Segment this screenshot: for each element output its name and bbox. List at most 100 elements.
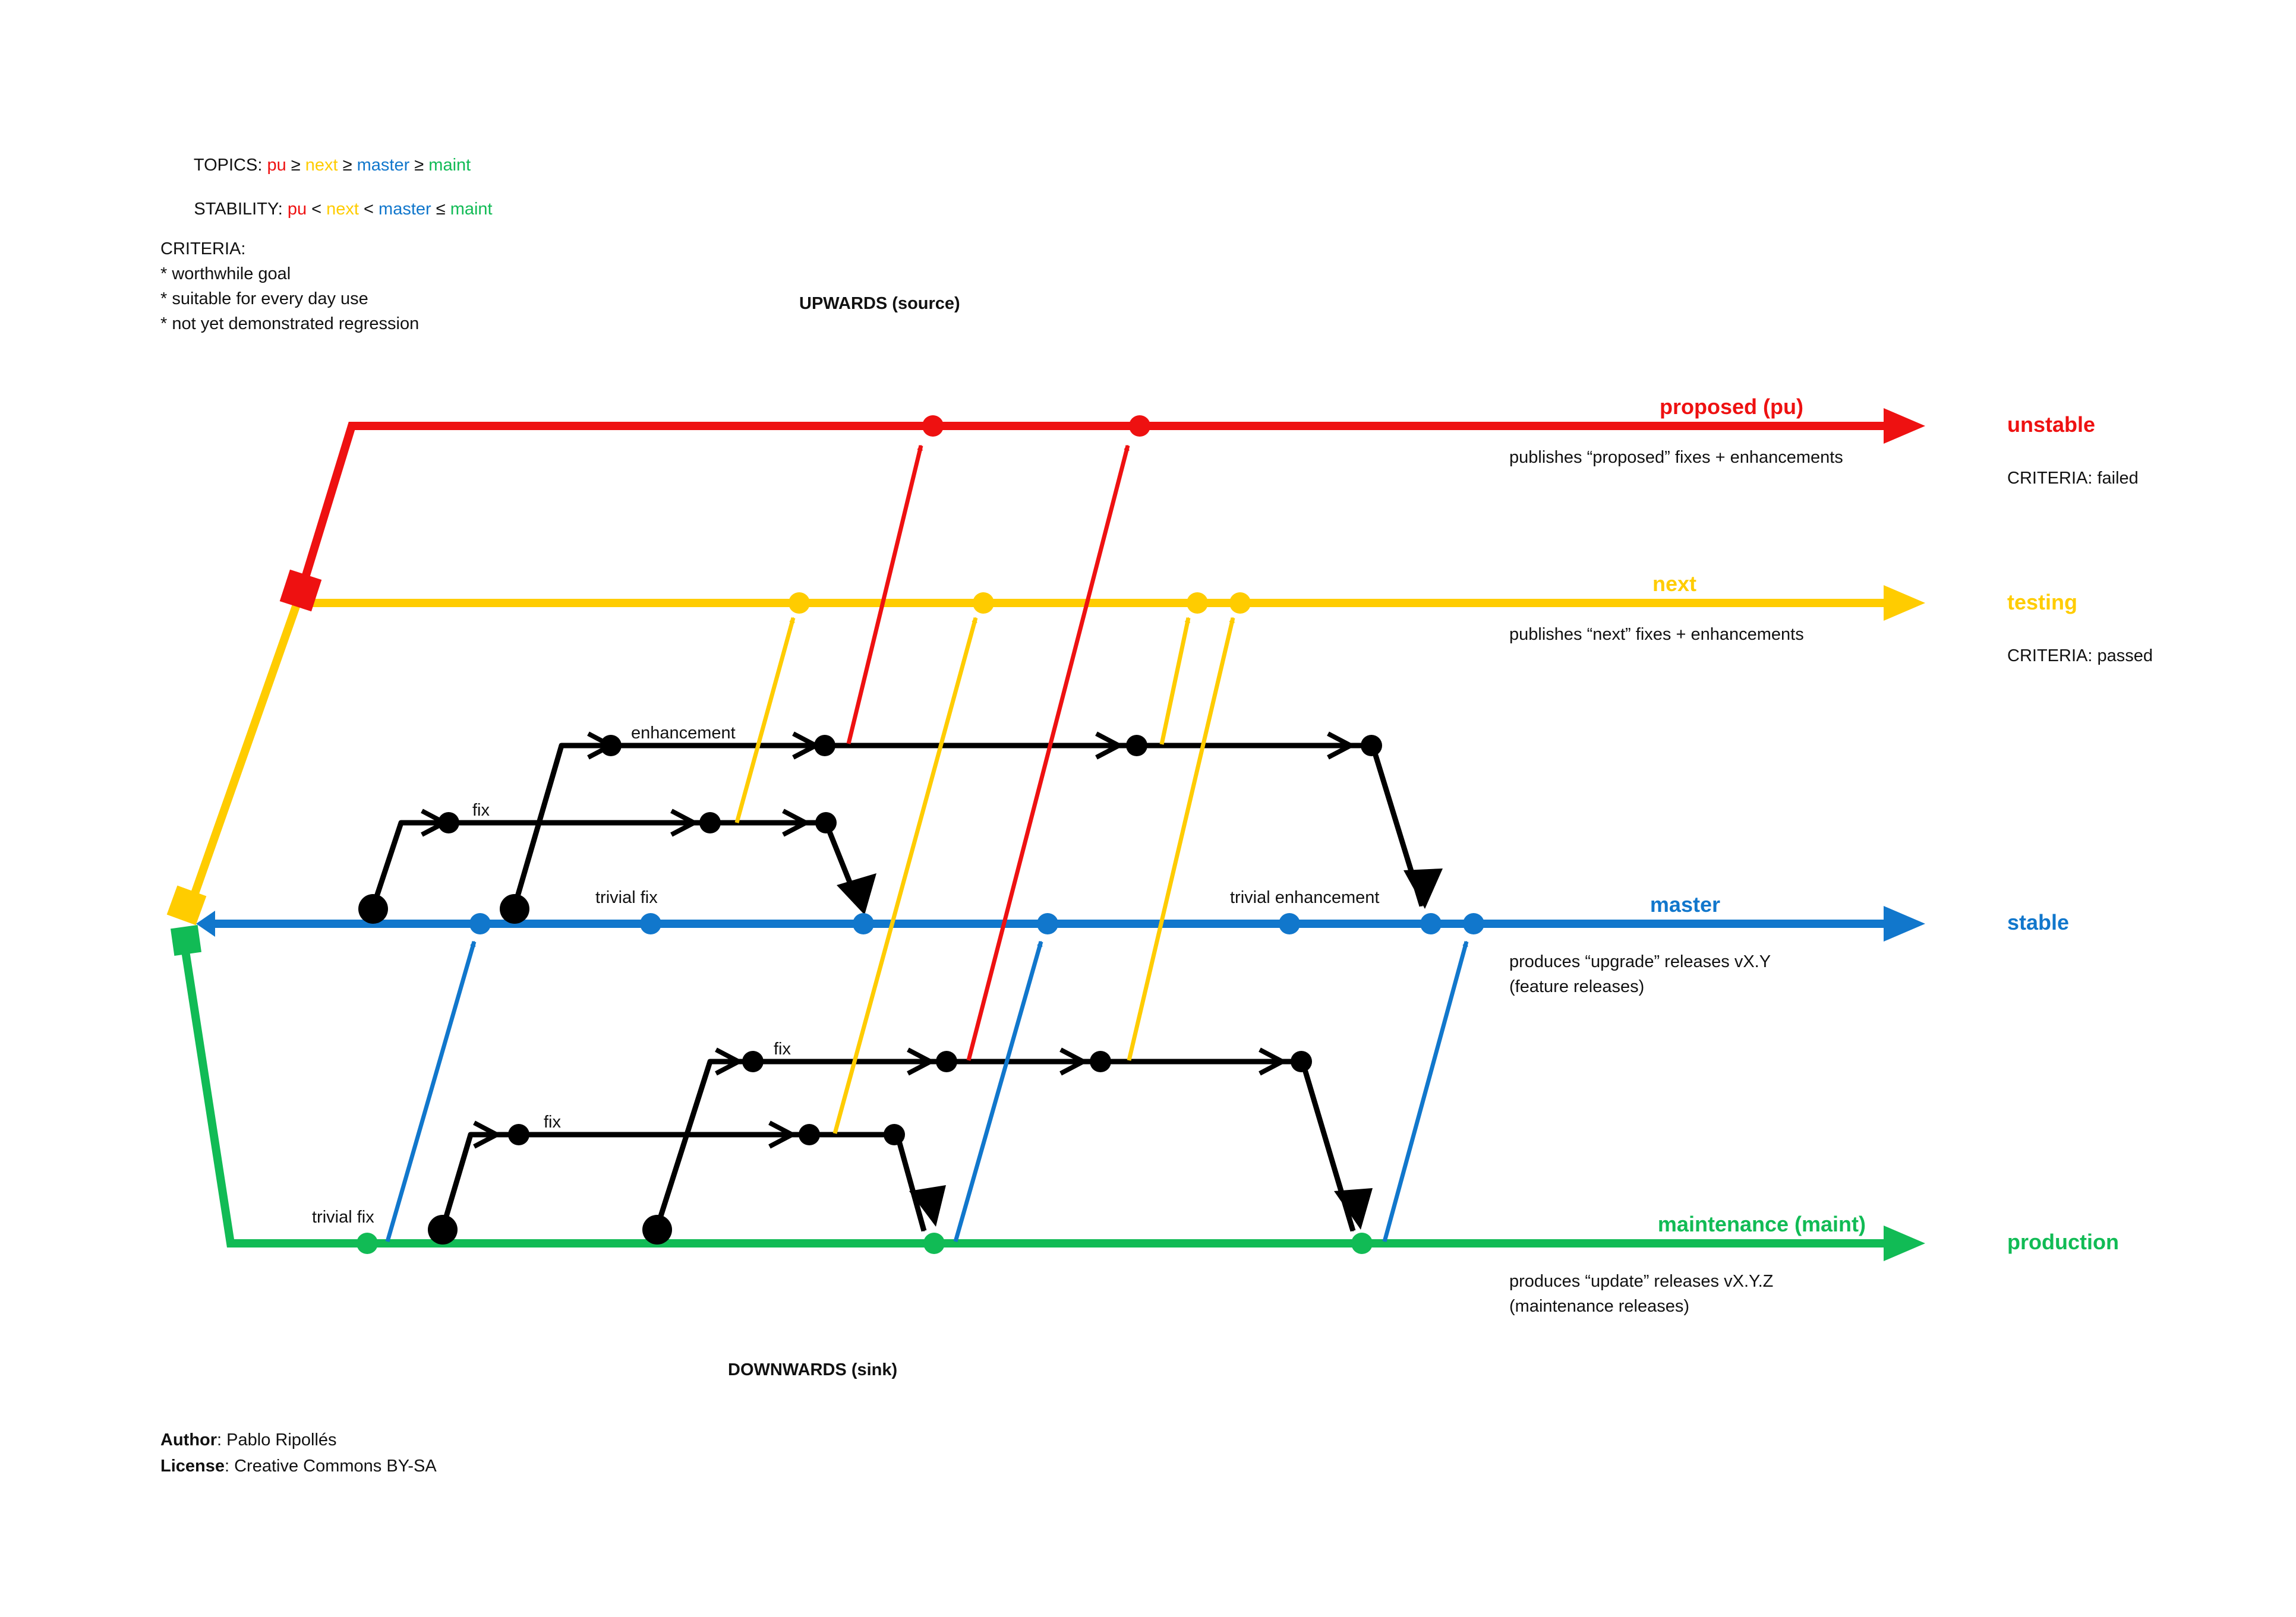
topic-label-enhancement: enhancement bbox=[631, 724, 736, 743]
merge-line-fix-to-pu bbox=[966, 446, 1130, 1061]
merge-line-maint-to-master-2 bbox=[953, 942, 1043, 1242]
merge-arrowhead-fix-maint-upper bbox=[1334, 1188, 1373, 1230]
legend-topics-label: TOPICS: bbox=[194, 156, 267, 175]
topic-label-fix: fix bbox=[472, 801, 490, 820]
legend-criteria-item: * not yet demonstrated regression bbox=[160, 314, 419, 333]
merge-line-enhancement-to-next bbox=[1159, 618, 1191, 745]
next-criteria: CRITERIA: passed bbox=[2007, 646, 2153, 665]
master-stability: stable bbox=[2007, 910, 2069, 934]
topic-commit bbox=[508, 1124, 529, 1145]
topic-commit bbox=[1291, 1051, 1312, 1072]
legend-stability: STABILITY: pu < next < master ≤ maint bbox=[160, 200, 516, 219]
topic-label-fix: fix bbox=[774, 1040, 791, 1059]
legend-criteria-item: * worthwhile goal bbox=[160, 264, 291, 283]
upwards-label: UPWARDS (source) bbox=[799, 294, 960, 313]
chevron bbox=[1259, 1047, 1288, 1076]
legend-topics-part: ≥ bbox=[286, 156, 305, 175]
chevron bbox=[473, 1120, 502, 1149]
next-commit bbox=[973, 592, 994, 614]
master-commit bbox=[1037, 913, 1058, 934]
master-commit bbox=[1463, 913, 1484, 934]
topic-commit bbox=[1361, 735, 1382, 756]
master-commit bbox=[469, 913, 491, 934]
topic-commit bbox=[438, 812, 459, 833]
legend-criteria-item: * suitable for every day use bbox=[160, 289, 368, 308]
merge-line-maint-to-master-1 bbox=[385, 942, 477, 1242]
chevron bbox=[907, 1047, 936, 1076]
pu-stability: unstable bbox=[2007, 412, 2095, 437]
master-branch-name: master bbox=[1650, 892, 1720, 917]
license-value: : Creative Commons BY-SA bbox=[225, 1457, 437, 1476]
legend-topics-part: maint bbox=[428, 156, 471, 175]
topic-label-fix: fix bbox=[544, 1113, 562, 1132]
chevron bbox=[1327, 731, 1356, 760]
legend-stability-part: maint bbox=[450, 200, 493, 219]
downwards-label: DOWNWARDS (sink) bbox=[728, 1360, 897, 1379]
legend-topics-part: ≥ bbox=[338, 156, 357, 175]
legend-stability-part: pu bbox=[288, 200, 307, 219]
topic-labels: enhancement fix trivial fix trivial enha… bbox=[312, 724, 1379, 1227]
merge-arrowheads bbox=[837, 868, 1443, 1230]
topic-start bbox=[428, 1215, 458, 1245]
commit-dots bbox=[357, 415, 1484, 1254]
legend-stability-part: next bbox=[326, 200, 359, 219]
merge-arrowhead-enhancement-master bbox=[1404, 868, 1443, 909]
merge-line-maint-to-master-3 bbox=[1382, 942, 1469, 1242]
chevron bbox=[768, 1120, 797, 1149]
maint-branch-arrowhead bbox=[1884, 1226, 1925, 1261]
topic-commit bbox=[600, 735, 622, 756]
topic-commit bbox=[814, 735, 835, 756]
pu-criteria: CRITERIA: failed bbox=[2007, 469, 2139, 488]
next-commit bbox=[1229, 592, 1251, 614]
topic-label-trivial-fix: trivial fix bbox=[595, 888, 658, 907]
legend-topics-part: next bbox=[305, 156, 338, 175]
legend-topics-part: pu bbox=[267, 156, 286, 175]
license-credit: License: Creative Commons BY-SA bbox=[160, 1457, 437, 1476]
pu-branch-line bbox=[296, 422, 1890, 596]
topic-commit bbox=[936, 1051, 957, 1072]
master-commit bbox=[1420, 913, 1442, 934]
legend-stability-label: STABILITY: bbox=[194, 200, 287, 219]
maint-branch-description: produces “update” releases vX.Y.Z bbox=[1509, 1272, 1773, 1291]
branch-labels: proposed (pu) publishes “proposed” fixes… bbox=[1509, 394, 2153, 1316]
topic-commit bbox=[884, 1124, 905, 1145]
maint-stability: production bbox=[2007, 1230, 2119, 1254]
merge-line-fix-to-next bbox=[734, 618, 796, 823]
legend-topics: TOPICS: pu ≥ next ≥ master ≥ maint bbox=[160, 156, 495, 175]
legend-stability-part: < bbox=[307, 200, 326, 219]
pu-branch-arrowhead bbox=[1884, 408, 1925, 444]
license-label: License bbox=[160, 1457, 225, 1476]
merge-line-fix-maint-upper-to-next bbox=[1127, 618, 1235, 1061]
topic-commit bbox=[1090, 1051, 1111, 1072]
branch-lines bbox=[166, 408, 1925, 1261]
master-branch-arrowhead bbox=[1884, 906, 1925, 942]
merge-arrowhead-fix-maint bbox=[909, 1185, 946, 1227]
author-label: Author bbox=[160, 1430, 217, 1449]
legend-stability-part: < bbox=[359, 200, 379, 219]
master-branch-description: (feature releases) bbox=[1509, 977, 1644, 996]
topic-branches bbox=[370, 743, 1425, 1231]
next-branch-description: publishes “next” fixes + enhancements bbox=[1509, 625, 1804, 644]
legend-stability-part: ≤ bbox=[431, 200, 450, 219]
fix-topic-line-maint-lower bbox=[440, 1132, 927, 1231]
legend-criteria-title: CRITERIA: bbox=[160, 239, 245, 258]
author-credit: Author: Pablo Ripollés bbox=[160, 1430, 337, 1449]
topic-label-trivial-enhancement: trivial enhancement bbox=[1230, 888, 1379, 907]
merge-line-fix-maint-to-next bbox=[832, 618, 978, 1134]
chevron bbox=[715, 1047, 744, 1076]
topic-label-trivial-fix: trivial fix bbox=[312, 1208, 374, 1227]
legend: TOPICS: pu ≥ next ≥ master ≥ maint STABI… bbox=[160, 156, 516, 333]
pu-commit bbox=[922, 415, 944, 437]
next-commit bbox=[1187, 592, 1208, 614]
pu-branch-name: proposed (pu) bbox=[1660, 394, 1803, 419]
maint-commit bbox=[923, 1233, 945, 1254]
merge-arrowhead-fix-master bbox=[837, 873, 876, 915]
legend-stability-part: master bbox=[379, 200, 431, 219]
master-commit bbox=[853, 913, 874, 934]
fix-topic-line-master bbox=[370, 820, 859, 908]
maint-branch-name: maintenance (maint) bbox=[1658, 1212, 1866, 1236]
merge-line-enhancement-to-pu bbox=[846, 446, 923, 744]
maint-commit bbox=[357, 1233, 378, 1254]
topic-commit bbox=[742, 1051, 764, 1072]
